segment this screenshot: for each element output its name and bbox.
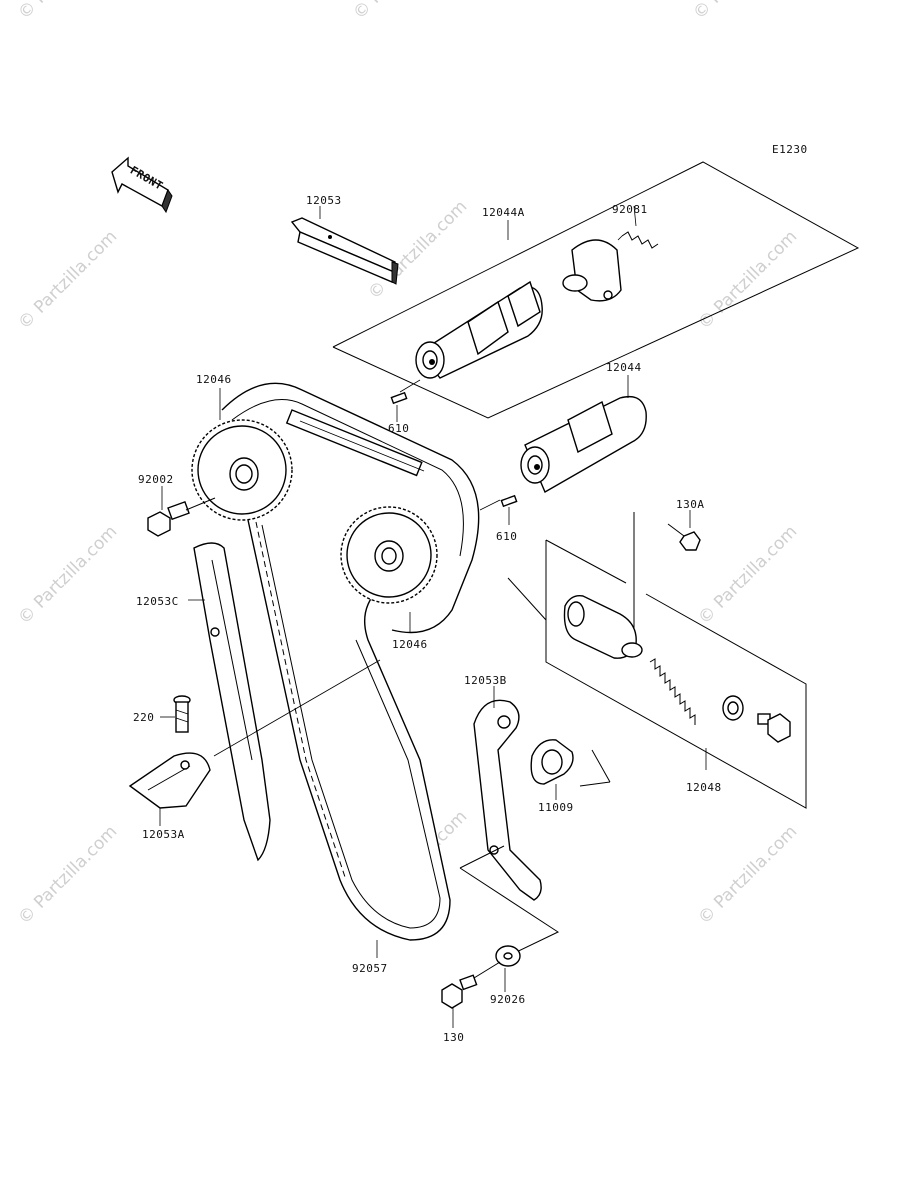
camshaft-12044 bbox=[520, 395, 647, 494]
guide-mount-group-box bbox=[459, 845, 560, 957]
spring-92081 bbox=[617, 231, 659, 249]
pin-610-bottom bbox=[479, 494, 518, 525]
part-label-92026[interactable]: 92026 bbox=[490, 993, 526, 1006]
part-label-610-bottom[interactable]: 610 bbox=[496, 530, 517, 543]
bolt-130 bbox=[441, 961, 501, 1009]
part-label-12053A[interactable]: 12053A bbox=[142, 828, 185, 841]
watermark: © Partzilla.com bbox=[14, 0, 121, 24]
screw-220 bbox=[173, 695, 191, 733]
watermark: © Partzilla.com bbox=[14, 227, 121, 334]
pin-610-top bbox=[390, 379, 421, 422]
chain-tensioner-body bbox=[563, 595, 643, 659]
part-label-130A[interactable]: 130A bbox=[676, 498, 705, 511]
decompressor-weight bbox=[562, 239, 622, 302]
bolt-130A bbox=[667, 523, 701, 551]
part-label-11009[interactable]: 11009 bbox=[538, 801, 574, 814]
part-label-12053C[interactable]: 12053C bbox=[136, 595, 179, 608]
part-label-12053[interactable]: 12053 bbox=[306, 194, 342, 207]
chain-guide-12053 bbox=[290, 217, 399, 285]
watermark: © Partzilla.com bbox=[349, 0, 456, 24]
reference-line-12053A bbox=[213, 659, 381, 757]
watermark: © Partzilla.com bbox=[364, 197, 471, 304]
gasket-11009 bbox=[530, 739, 611, 787]
part-label-12046-top[interactable]: 12046 bbox=[196, 373, 232, 386]
part-label-12048[interactable]: 12048 bbox=[686, 781, 722, 794]
camshaft-12044A bbox=[415, 280, 543, 379]
cam-sprocket-12046-top bbox=[191, 419, 293, 521]
chain-guide-12053B bbox=[473, 699, 542, 901]
watermark: © Partzilla.com bbox=[694, 522, 801, 629]
watermark: © Partzilla.com bbox=[694, 227, 801, 334]
tensioner-washer bbox=[722, 695, 744, 721]
leader-92081 bbox=[633, 205, 637, 227]
bolt-92002 bbox=[147, 497, 216, 537]
part-label-12044[interactable]: 12044 bbox=[606, 361, 642, 374]
tensioner-spring bbox=[649, 658, 696, 725]
chain-guide-12053A bbox=[128, 752, 211, 809]
watermark: © Partzilla.com bbox=[689, 0, 796, 24]
tensioner-cap-bolt bbox=[757, 713, 791, 743]
tensioner-12048-group-box bbox=[507, 512, 807, 809]
part-label-92057[interactable]: 92057 bbox=[352, 962, 388, 975]
part-label-92081[interactable]: 92081 bbox=[612, 203, 648, 216]
part-label-610-top[interactable]: 610 bbox=[388, 422, 409, 435]
part-label-12044A[interactable]: 12044A bbox=[482, 206, 525, 219]
part-label-12046-bottom[interactable]: 12046 bbox=[392, 638, 428, 651]
watermark: © Partzilla.com bbox=[14, 822, 121, 929]
cam-sprocket-12046-bottom bbox=[340, 506, 438, 604]
chain-guide-12053C bbox=[193, 542, 271, 862]
chain-links bbox=[285, 409, 425, 477]
part-label-220[interactable]: 220 bbox=[133, 711, 154, 724]
part-label-92002[interactable]: 92002 bbox=[138, 473, 174, 486]
camshaft-12044A-group-box bbox=[332, 161, 860, 419]
diagram-code: E1230 bbox=[772, 143, 808, 156]
washer-92026 bbox=[495, 945, 521, 967]
part-label-130[interactable]: 130 bbox=[443, 1031, 464, 1044]
watermark: © Partzilla.com bbox=[14, 522, 121, 629]
watermark: © Partzilla.com bbox=[694, 822, 801, 929]
part-labels: 12053 12044A 92081 12046 610 12044 92002… bbox=[133, 194, 722, 1044]
part-label-12053B[interactable]: 12053B bbox=[464, 674, 507, 687]
front-arrow-icon: FRONT bbox=[111, 156, 173, 214]
